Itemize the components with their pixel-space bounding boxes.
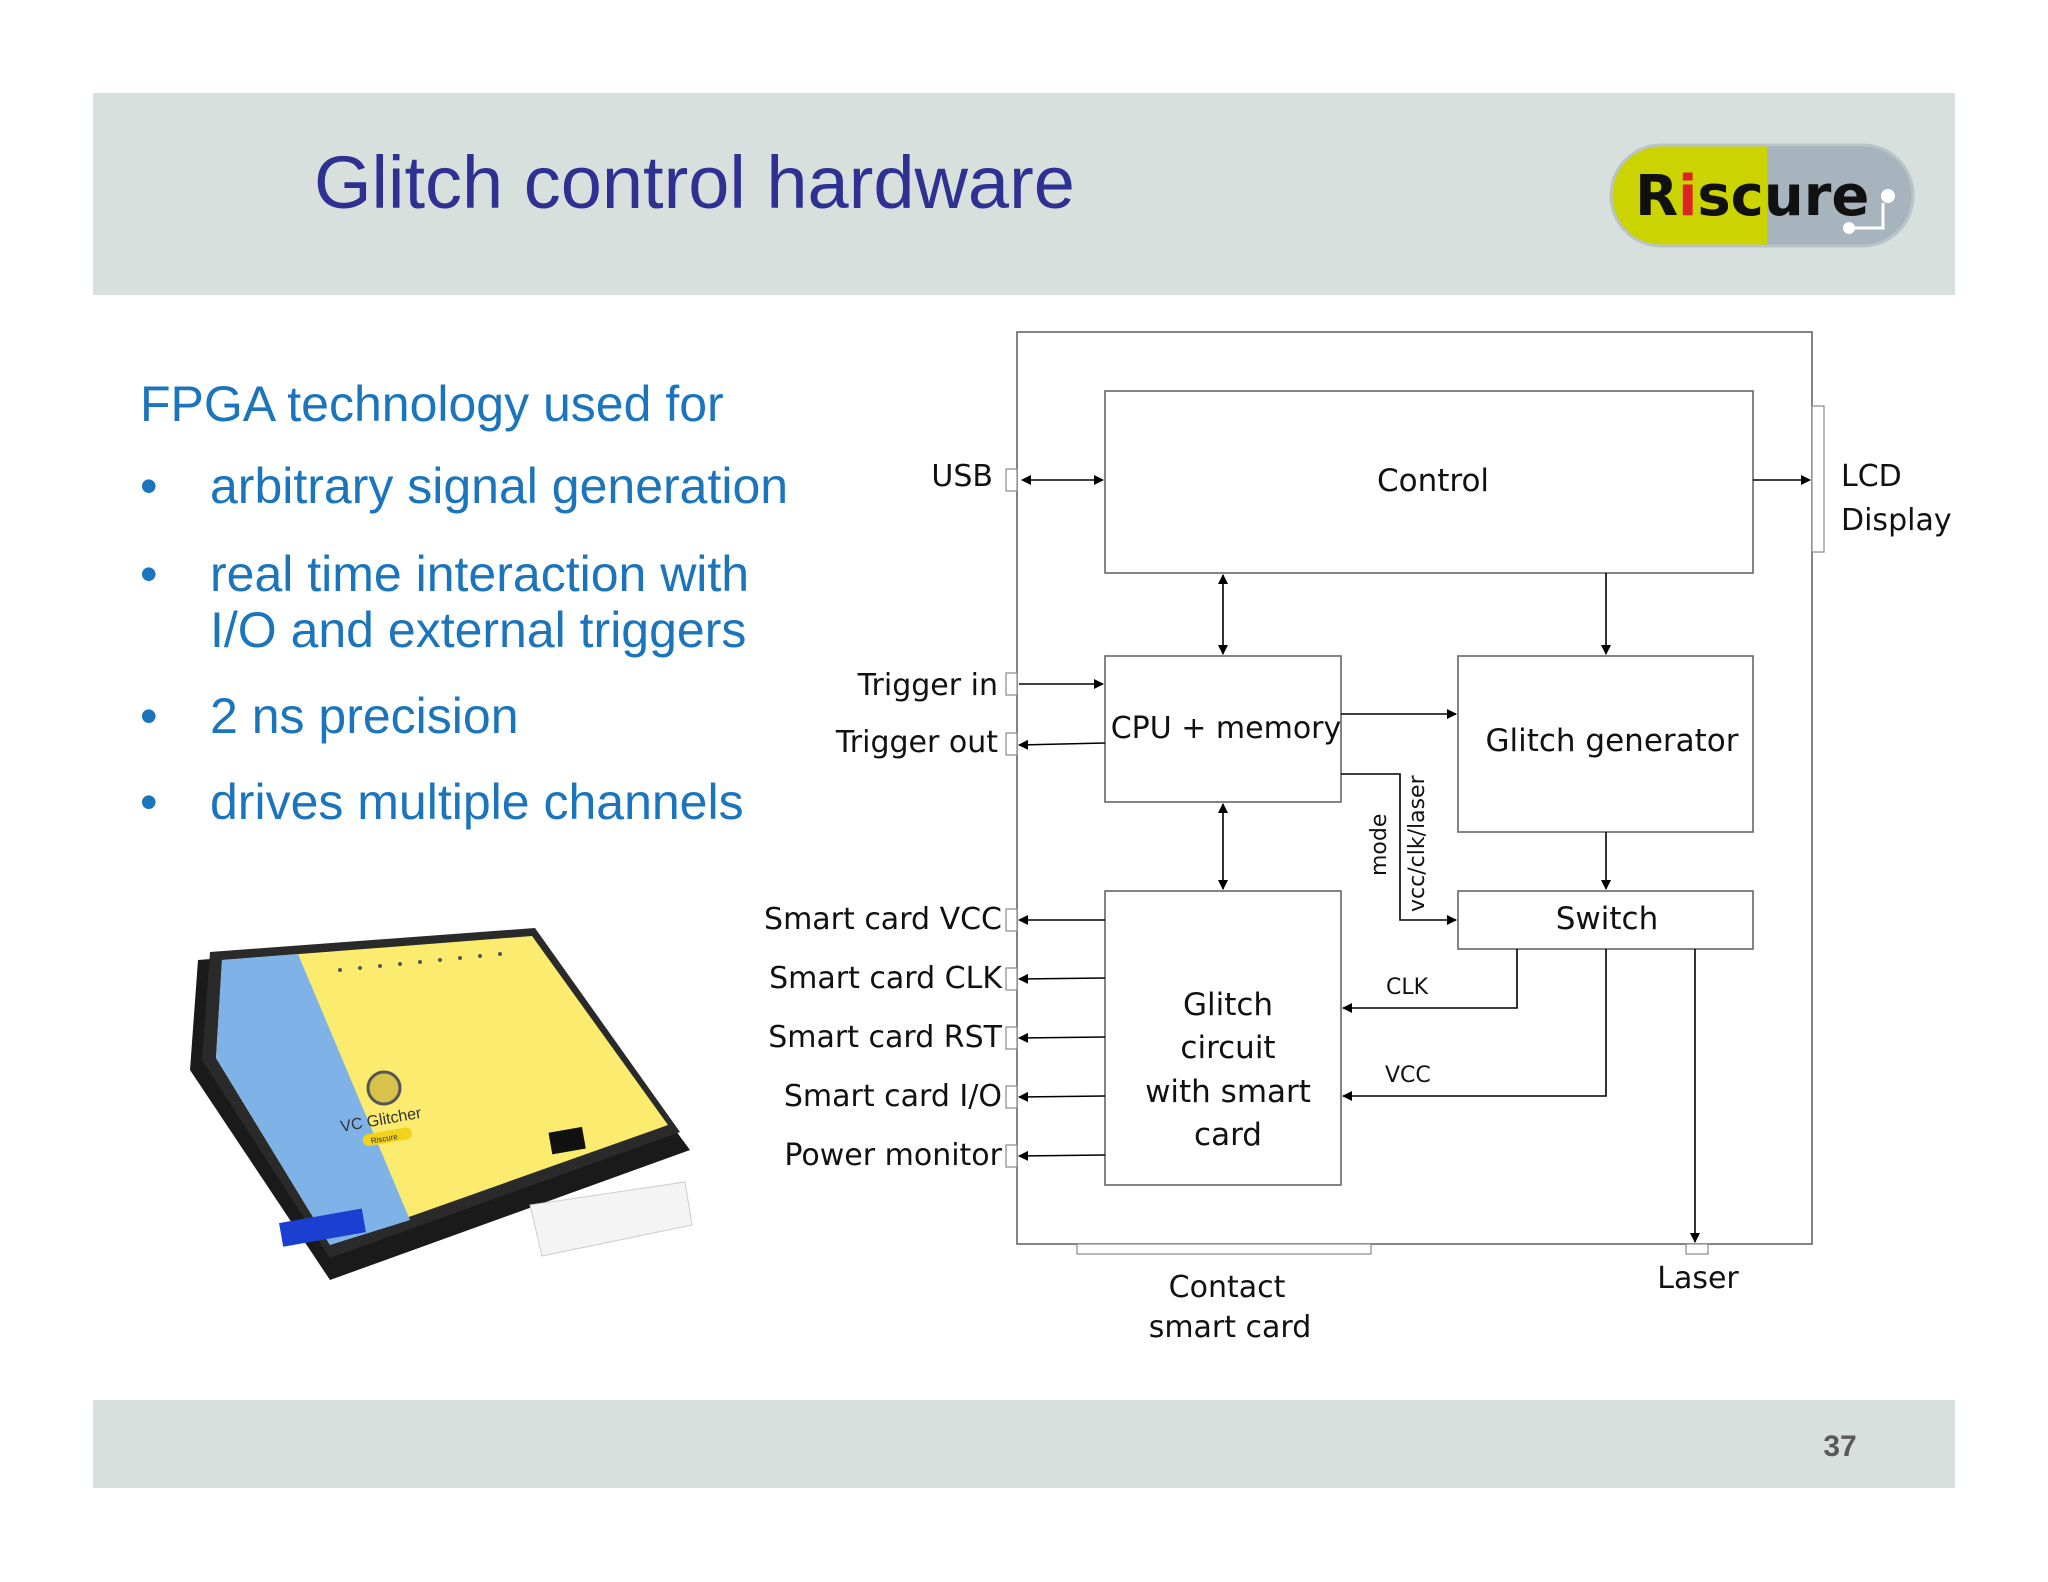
contact-connector bbox=[1076, 1243, 1372, 1255]
glitch-circuit-label-3: with smart bbox=[1145, 1074, 1311, 1110]
bullet-item: • drives multiple channels bbox=[140, 774, 910, 830]
glitch-circuit-label-1: Glitch bbox=[1183, 987, 1273, 1023]
footer-band bbox=[93, 1400, 1955, 1488]
bullet-text: drives multiple channels bbox=[210, 774, 744, 830]
switch-label: Switch bbox=[1556, 901, 1659, 937]
trigger-out-label: Trigger out bbox=[835, 725, 998, 760]
glitch-generator-block bbox=[1457, 655, 1754, 833]
usb-label: USB bbox=[931, 459, 993, 494]
vcc-signal-label: VCC bbox=[1385, 1063, 1431, 1088]
power-monitor-arrow bbox=[1018, 1150, 1106, 1161]
glitch-circuit-label-2: circuit bbox=[1180, 1030, 1275, 1066]
slide-title: Glitch control hardware bbox=[314, 141, 1075, 224]
switch-vcc-arrow bbox=[1342, 949, 1607, 1101]
contact-label-2: smart card bbox=[1149, 1310, 1312, 1345]
sc-vcc-label: Smart card VCC bbox=[764, 902, 1002, 937]
lcd-label-1: LCD bbox=[1841, 459, 1902, 494]
laser-label: Laser bbox=[1657, 1261, 1739, 1296]
sc-rst-label: Smart card RST bbox=[768, 1020, 1002, 1055]
sc-rst-arrow bbox=[1018, 1032, 1106, 1043]
laser-connector bbox=[1685, 1243, 1709, 1255]
logo-ure: ure bbox=[1764, 164, 1869, 229]
vcc-clk-laser-signal-label: vcc/clk/laser bbox=[1405, 774, 1430, 912]
sc-clk-arrow bbox=[1018, 973, 1106, 984]
cpu-memory-label: CPU + memory bbox=[1111, 711, 1342, 746]
bullet-text: real time interaction with I/O and exter… bbox=[210, 546, 750, 658]
bullet-dot: • bbox=[140, 458, 158, 514]
control-block bbox=[1104, 390, 1754, 574]
lcd-connector bbox=[1811, 405, 1825, 553]
sc-io-label: Smart card I/O bbox=[784, 1079, 1002, 1114]
glitch-circuit-block bbox=[1104, 890, 1342, 1186]
cpu-switch-arrow bbox=[1341, 773, 1457, 925]
svg-text:Riscure: Riscure bbox=[1635, 164, 1869, 229]
logo-sc: sc bbox=[1697, 164, 1764, 229]
logo-r: R bbox=[1635, 164, 1678, 229]
lcd-label-2: Display bbox=[1841, 503, 1952, 538]
sc-clk-label: Smart card CLK bbox=[769, 961, 1003, 996]
glitch-circuit-label-4: card bbox=[1194, 1117, 1262, 1153]
control-label: Control bbox=[1377, 463, 1489, 499]
clk-signal-label: CLK bbox=[1386, 975, 1429, 1000]
logo-i: i bbox=[1678, 164, 1697, 229]
cpu-memory-block bbox=[1104, 655, 1342, 803]
page-number: 37 bbox=[1823, 1430, 1857, 1463]
bullet-dot: • bbox=[140, 546, 158, 602]
bullet-text: 2 ns precision bbox=[210, 688, 519, 744]
mode-signal-label: mode bbox=[1367, 814, 1392, 876]
bullet-item: • arbitrary signal generation bbox=[140, 458, 910, 514]
bullet-item: • real time interaction with I/O and ext… bbox=[140, 546, 770, 658]
block-diagram: .ln { stroke:#555; stroke-width:1.6; fil… bbox=[764, 331, 1952, 1345]
riscure-logo: Riscure bbox=[1609, 143, 1915, 248]
bullet-dot: • bbox=[140, 774, 158, 830]
vc-glitcher-device-image: VC Glitcher Riscure bbox=[190, 928, 693, 1280]
trigger-out-arrow bbox=[1018, 739, 1106, 750]
contact-label-1: Contact bbox=[1169, 1270, 1286, 1305]
power-monitor-label: Power monitor bbox=[784, 1138, 1002, 1173]
bullet-list: • arbitrary signal generation • real tim… bbox=[140, 458, 910, 830]
glitch-generator-label: Glitch generator bbox=[1485, 723, 1738, 759]
bullet-dot: • bbox=[140, 688, 158, 744]
switch-clk-arrow bbox=[1342, 949, 1518, 1013]
bullet-item: • 2 ns precision bbox=[140, 688, 910, 744]
switch-block bbox=[1457, 890, 1754, 950]
sc-io-arrow bbox=[1018, 1091, 1106, 1102]
bullet-text: arbitrary signal generation bbox=[210, 458, 789, 514]
trigger-in-label: Trigger in bbox=[857, 668, 998, 703]
intro-text: FPGA technology used for bbox=[140, 376, 724, 432]
